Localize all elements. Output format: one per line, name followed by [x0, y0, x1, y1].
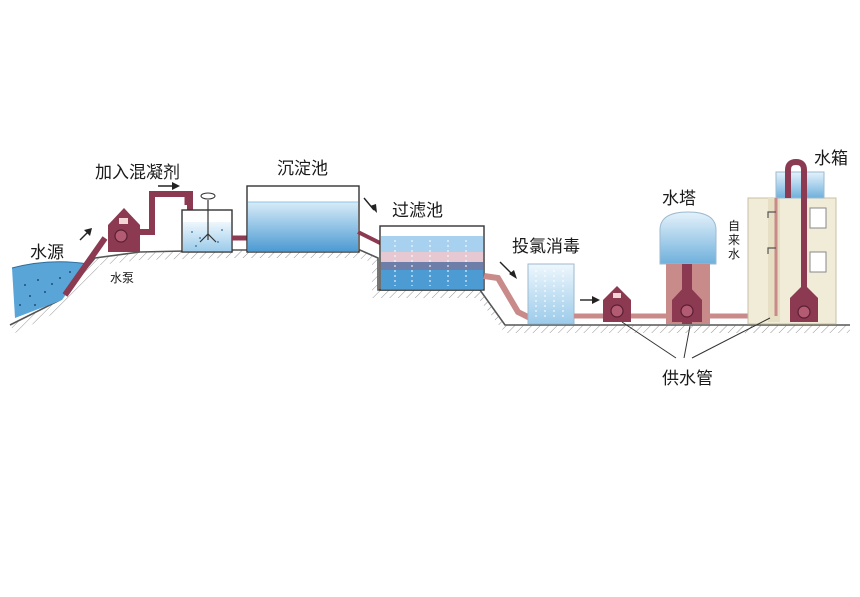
label-tower: 水塔: [662, 189, 696, 209]
label-source: 水源: [30, 243, 64, 263]
pump-house-1: [62, 208, 140, 297]
coagulant-pipe: [140, 191, 193, 235]
sedimentation-tank: [246, 185, 360, 253]
flow-arrows: [79, 182, 600, 304]
tap-icon: [767, 211, 776, 254]
mixing-tank: [181, 192, 233, 253]
riser-pipe: [785, 158, 807, 316]
label-sedimentation: 沉淀池: [277, 159, 328, 179]
label-filter: 过滤池: [392, 201, 443, 221]
arrow-icon: [158, 182, 180, 190]
label-tap-water-3: 水: [728, 247, 740, 261]
label-supply-pipe: 供水管: [662, 369, 713, 389]
label-pump: 水泵: [110, 271, 134, 285]
chlorine-tank: [527, 263, 575, 325]
filter-tank: [379, 225, 485, 291]
arrow-icon: [499, 261, 517, 279]
supply-pipe-callouts: [621, 317, 771, 359]
arrow-icon: [580, 296, 600, 304]
pump-house-3: [790, 284, 818, 322]
water-tower: [659, 211, 717, 324]
label-coagulant: 加入混凝剂: [95, 163, 180, 183]
label-chlorine: 投氯消毒: [512, 237, 580, 257]
arrow-icon: [363, 197, 377, 213]
sedimentation-to-filter-pipe: [357, 230, 383, 246]
label-tap-water-2: 来: [728, 233, 740, 247]
arrow-icon: [79, 228, 92, 241]
filter-to-chlorine-pipe: [483, 273, 532, 321]
water-source: [11, 261, 89, 318]
roof-water-tank: [775, 171, 825, 199]
label-tap-water-1: 自: [728, 219, 740, 233]
pump-house-2: [603, 286, 631, 322]
label-tank: 水箱: [814, 149, 848, 169]
